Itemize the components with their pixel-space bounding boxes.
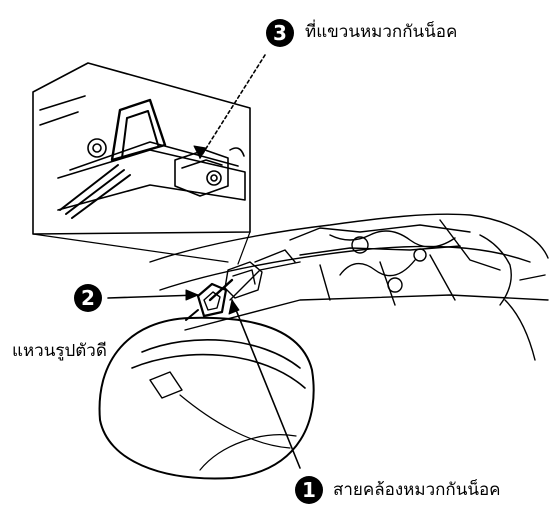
callout-1-badge: 1 [295,476,323,504]
seat-body [149,213,549,361]
callout-2-badge: 2 [74,284,102,312]
callout-3-badge: 3 [266,19,294,47]
d-ring-label: แหวนรูปตัวดี [12,341,107,361]
helmet [98,278,315,480]
inset-detail [32,62,251,235]
callout-1-label: สายคล้องหมวกกันน็อค [333,480,501,500]
callout-3-label: ที่แขวนหมวกกันน็อค [305,22,458,42]
